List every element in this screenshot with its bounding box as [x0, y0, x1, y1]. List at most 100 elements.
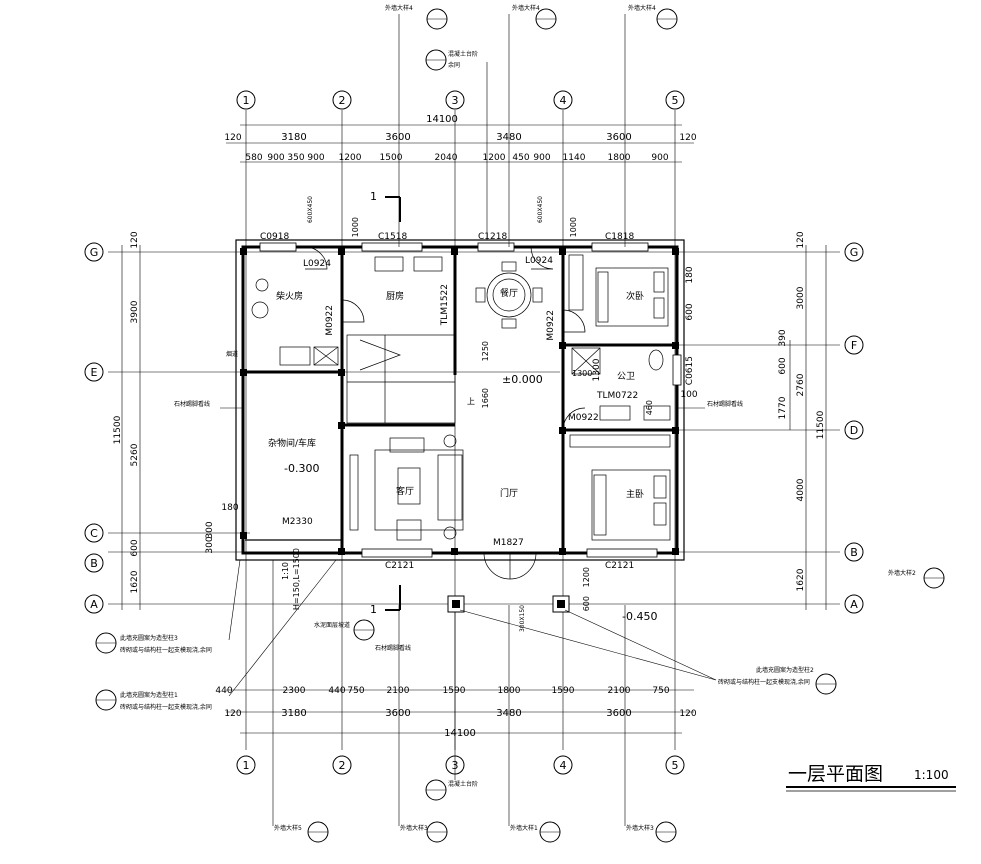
dim-top-detail-11: 1800 [608, 153, 631, 163]
dim-top-detail-1: 900 [267, 153, 284, 163]
note-stone-3: 石材踢脚看线 [375, 645, 412, 652]
axis-bubbles-left: G E C B A [84, 242, 104, 614]
dim-top-detail-12: 900 [651, 153, 668, 163]
dim-top-bay-1: 3180 [281, 132, 306, 143]
dim-bot-detail-1: 2300 [283, 686, 306, 696]
label-1200: 1200 [582, 567, 591, 588]
dim-bot-bay-5: 120 [679, 709, 696, 719]
top-dimensions: 14100 120 3180 3600 3480 3600 120 580 90… [224, 114, 696, 163]
room-hall: 门厅 [500, 489, 519, 499]
drawing-title-text: 一层平面图 [788, 763, 883, 785]
dim-top-detail-9: 900 [533, 153, 550, 163]
label-m0922-b: M0922 [546, 310, 556, 341]
label-c0918: C0918 [260, 232, 290, 242]
room-chaihuo: 柴火房 [276, 292, 304, 302]
axis-label-top-1: 1 [243, 94, 250, 107]
dim-right-part-10: 180 [685, 266, 695, 283]
label-c2121-a: C2121 [385, 561, 415, 571]
label-c1818: C1818 [605, 232, 635, 242]
label-1300: 1300 [572, 369, 593, 378]
room-living: 客厅 [396, 487, 415, 497]
label-1000-b: 1000 [569, 217, 578, 238]
note-stone-2: 石材踢脚看线 [707, 401, 744, 408]
axis-label-left-b: B [90, 557, 98, 570]
label-600: 600 [582, 596, 591, 612]
dim-right-part-11: 100 [680, 390, 697, 400]
flue-label: 烟道 [226, 351, 239, 358]
note-bot-1: 外墙大样1 [510, 825, 538, 832]
dim-bot-bay-0: 120 [224, 709, 241, 719]
note-bot-5: 外墙大样5 [274, 825, 302, 832]
dim-left-part-6: 1620 [130, 570, 140, 593]
axis-label-bottom-4: 4 [560, 759, 567, 772]
dim-right-part-4: 2760 [796, 373, 806, 396]
label-m1827: M1827 [493, 538, 524, 548]
axis-label-top-2: 2 [339, 94, 346, 107]
level-outside: -0.450 [622, 610, 658, 623]
dim-top-detail-8: 450 [512, 153, 529, 163]
reference-symbols [95, 8, 945, 843]
dim-bot-total: 14100 [444, 728, 476, 739]
label-l0924-b: L0924 [525, 256, 553, 266]
dim-bot-detail-4: 2100 [387, 686, 410, 696]
room-second-bed: 次卧 [626, 292, 645, 302]
note-pillar-2b: 砖砌或与结构柱一起支模现浇,余同 [718, 679, 810, 686]
label-col-size-3: 300X150 [519, 605, 526, 633]
dim-bot-detail-8: 2100 [608, 686, 631, 696]
dim-bot-detail-2: 440 [328, 686, 345, 696]
note-water: 水泥面层坡道 [314, 622, 351, 629]
dim-top-detail-10: 1140 [563, 153, 586, 163]
note-pillar-1b: 砖砌或与结构柱一起支模现浇,余同 [120, 704, 212, 711]
leader-lines [220, 14, 717, 826]
building-walls [235, 239, 685, 561]
label-460: 460 [645, 400, 654, 416]
dim-right-part-5: 1770 [778, 396, 788, 419]
label-col-size-2: 600X450 [537, 196, 544, 224]
note-yutong-top: 余同 [448, 62, 461, 69]
level-zero: ±0.000 [502, 373, 543, 386]
dim-left-part-7: 180 [221, 503, 238, 513]
axis-label-bottom-5: 5 [672, 759, 679, 772]
dim-bot-detail-5: 1590 [443, 686, 466, 696]
structural-columns [240, 248, 679, 613]
note-top-2: 外墙大样4 [512, 5, 540, 12]
note-concrete-bot: 混凝土台阶 [448, 781, 479, 788]
room-storage: 杂物间/车库 [268, 439, 317, 449]
dim-left-part-0: 120 [130, 231, 140, 248]
svg-text:1: 1 [370, 603, 377, 616]
doors [304, 246, 586, 580]
label-1660: 1660 [481, 388, 490, 409]
dim-right-part-7: 1620 [796, 568, 806, 591]
dim-bot-detail-7: 1590 [552, 686, 575, 696]
label-col-size: 600X450 [307, 196, 314, 224]
axis-label-top-3: 3 [452, 94, 459, 107]
dim-top-detail-3: 900 [307, 153, 324, 163]
axis-label-top-4: 4 [560, 94, 567, 107]
room-master: 主卧 [626, 490, 645, 500]
label-m0922-c: M0922 [568, 413, 599, 423]
dim-left-part-4: 300 [205, 521, 215, 538]
section-mark: 1 1 [370, 190, 401, 616]
dim-right-total: 11500 [816, 410, 826, 439]
note-top-3: 外墙大样4 [628, 5, 656, 12]
note-bot-3: 外墙大样3 [400, 825, 428, 832]
room-kitchen: 厨房 [386, 292, 405, 302]
left-dimensions: 11500 120 3900 5260 300 300 600 1620 180 [113, 231, 239, 610]
room-storage-level: -0.300 [284, 462, 320, 475]
label-1250: 1250 [481, 341, 490, 362]
dim-top-total: 14100 [426, 114, 458, 125]
dim-top-detail-5: 1500 [380, 153, 403, 163]
bottom-dimensions: 440 2300 440 750 2100 1590 1800 1590 210… [215, 686, 696, 739]
dim-top-detail-2: 350 [287, 153, 304, 163]
dim-left-total: 11500 [113, 415, 123, 444]
dim-top-detail-4: 1200 [339, 153, 362, 163]
horizontal-axis-lines [108, 251, 840, 605]
dim-top-bay-2: 3600 [385, 132, 410, 143]
axis-bubbles-top: 1 2 3 4 5 [236, 90, 685, 110]
axis-label-right-g: G [850, 246, 859, 259]
dim-top-detail-0: 580 [245, 153, 262, 163]
svg-text:1: 1 [370, 190, 377, 203]
label-m0922-a: M0922 [325, 305, 335, 336]
note-concrete-top: 混凝土台阶 [448, 51, 479, 58]
